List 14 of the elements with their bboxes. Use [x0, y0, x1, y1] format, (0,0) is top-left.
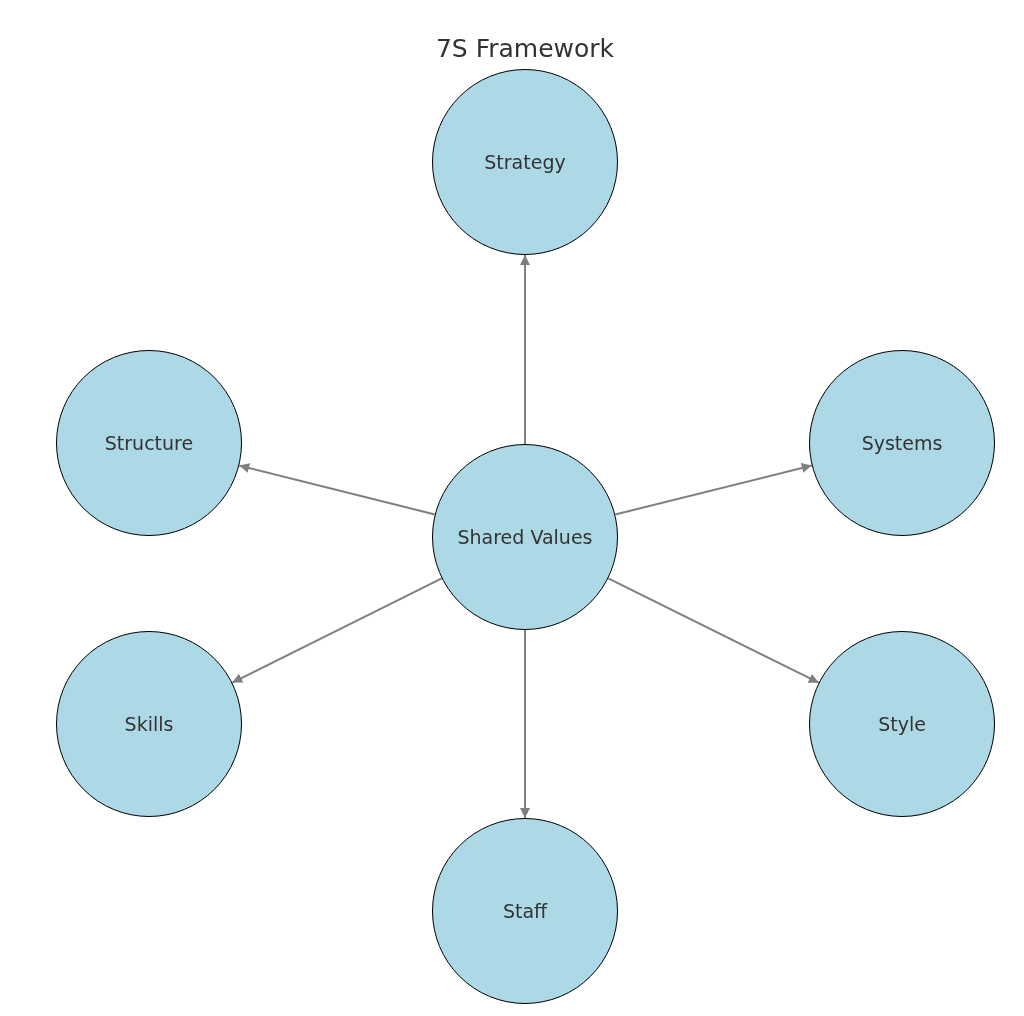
arrow [520, 254, 530, 445]
node-label: Style [878, 713, 926, 735]
arrow [607, 577, 820, 684]
node-label: Staff [502, 900, 548, 922]
arrow [614, 463, 813, 516]
arrow [238, 463, 436, 516]
node-label: Structure [104, 432, 194, 454]
arrow [231, 577, 443, 684]
node-label: Strategy [484, 151, 566, 173]
node-label: Systems [861, 432, 943, 454]
node-label: Skills [124, 713, 174, 735]
arrow [520, 629, 530, 819]
diagram-title: 7S Framework [434, 34, 616, 63]
node-label: Shared Values [457, 526, 593, 548]
